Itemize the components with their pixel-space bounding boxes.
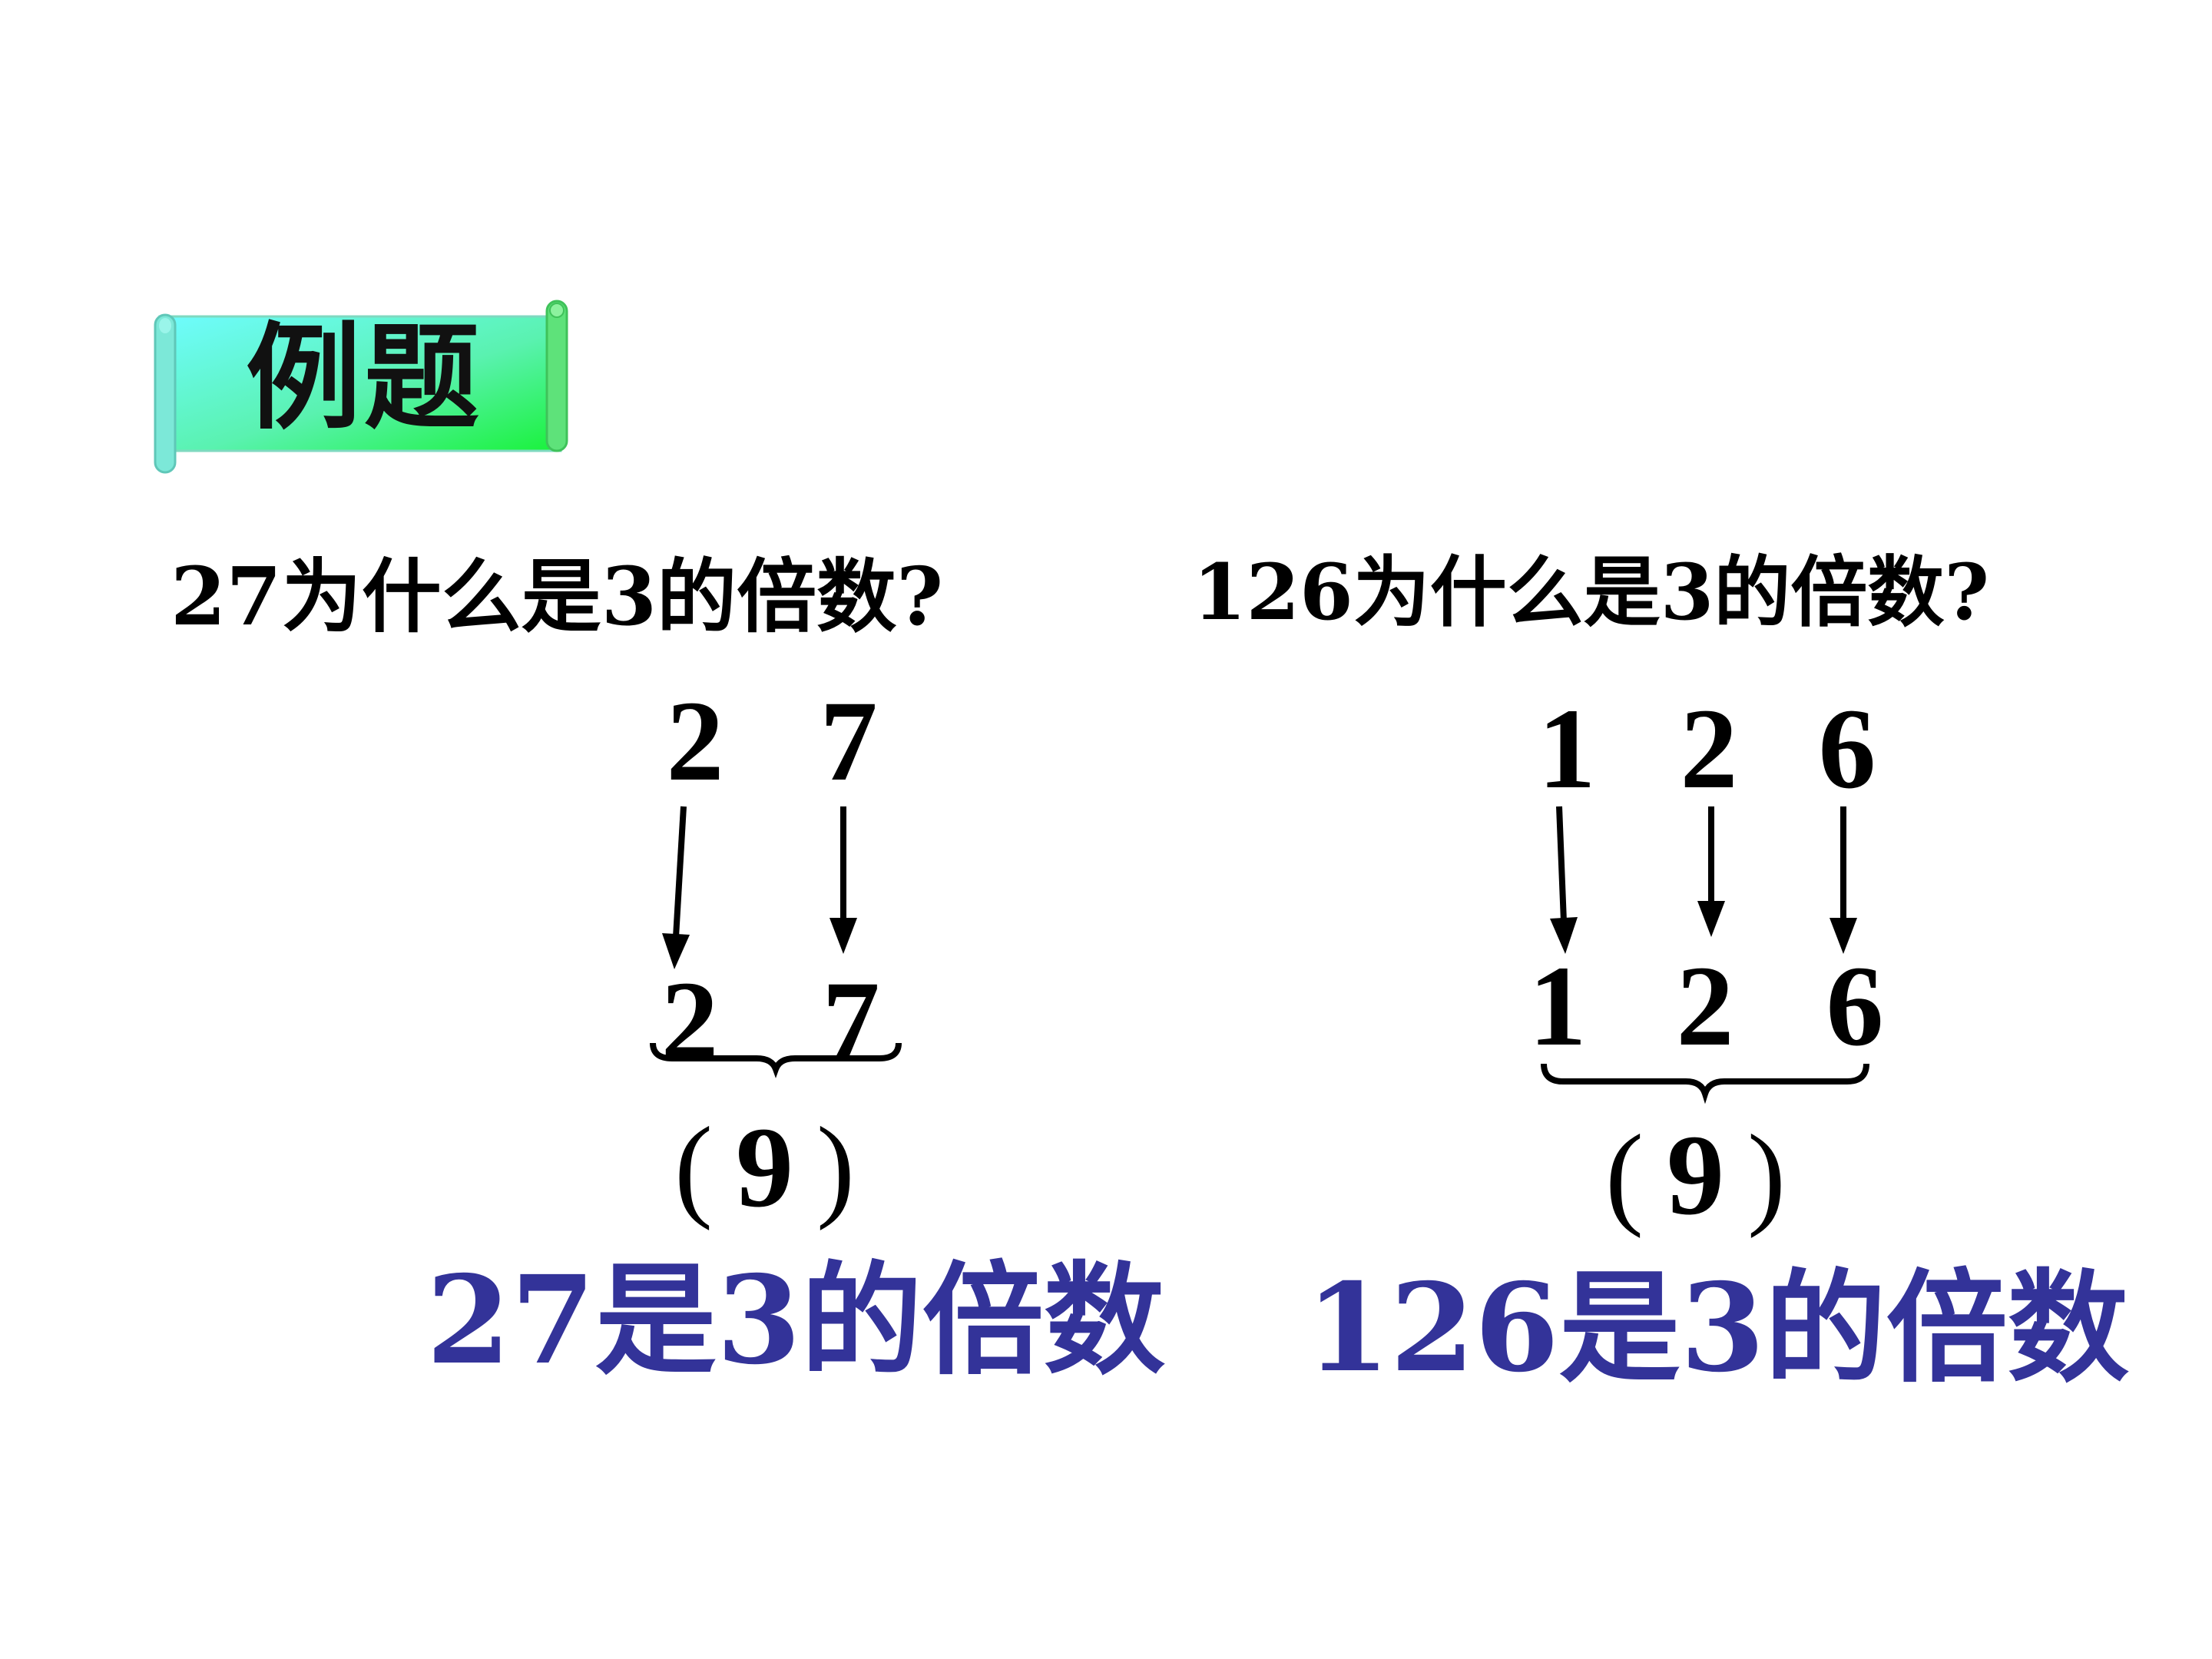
right-sum-open-paren: ( — [1605, 1111, 1644, 1239]
right-top-digit-3: 6 — [1818, 685, 1876, 813]
conclusion-left: 27是3的倍数 — [426, 1250, 1165, 1392]
left-sum-value: 9 — [735, 1104, 793, 1231]
right-sum: ( 9 ) — [1605, 1114, 1786, 1237]
question-left: 27为什么是3的倍数? — [171, 549, 944, 644]
left-top-digit-1: 2 — [666, 677, 724, 805]
left-brace — [650, 1042, 902, 1078]
left-top-digit-2: 7 — [820, 677, 878, 805]
right-top-digit-1: 1 — [1538, 685, 1596, 813]
title-banner: 例题 — [154, 293, 568, 478]
right-arrow-3 — [1830, 806, 1857, 954]
scroll-banner-shape — [154, 300, 568, 474]
left-arrow-2 — [830, 806, 857, 954]
right-bottom-digit-3: 6 — [1826, 942, 1884, 1070]
question-right: 126为什么是3的倍数? — [1193, 547, 1989, 637]
right-arrow-2 — [1697, 806, 1725, 937]
left-sum: ( 9 ) — [674, 1106, 855, 1229]
right-sum-close-paren: ) — [1747, 1111, 1786, 1239]
right-bottom-digit-1: 1 — [1528, 942, 1587, 1070]
conclusion-right: 126是3的倍数 — [1306, 1257, 2129, 1399]
right-bottom-digit-2: 2 — [1676, 942, 1734, 1070]
left-sum-open-paren: ( — [674, 1104, 713, 1231]
left-arrow-1 — [662, 806, 690, 969]
banner-title: 例题 — [246, 310, 483, 445]
right-brace — [1541, 1063, 1869, 1104]
right-top-digit-2: 2 — [1680, 685, 1738, 813]
left-sum-close-paren: ) — [816, 1104, 855, 1231]
right-sum-value: 9 — [1666, 1111, 1724, 1239]
right-arrow-1 — [1550, 806, 1578, 954]
